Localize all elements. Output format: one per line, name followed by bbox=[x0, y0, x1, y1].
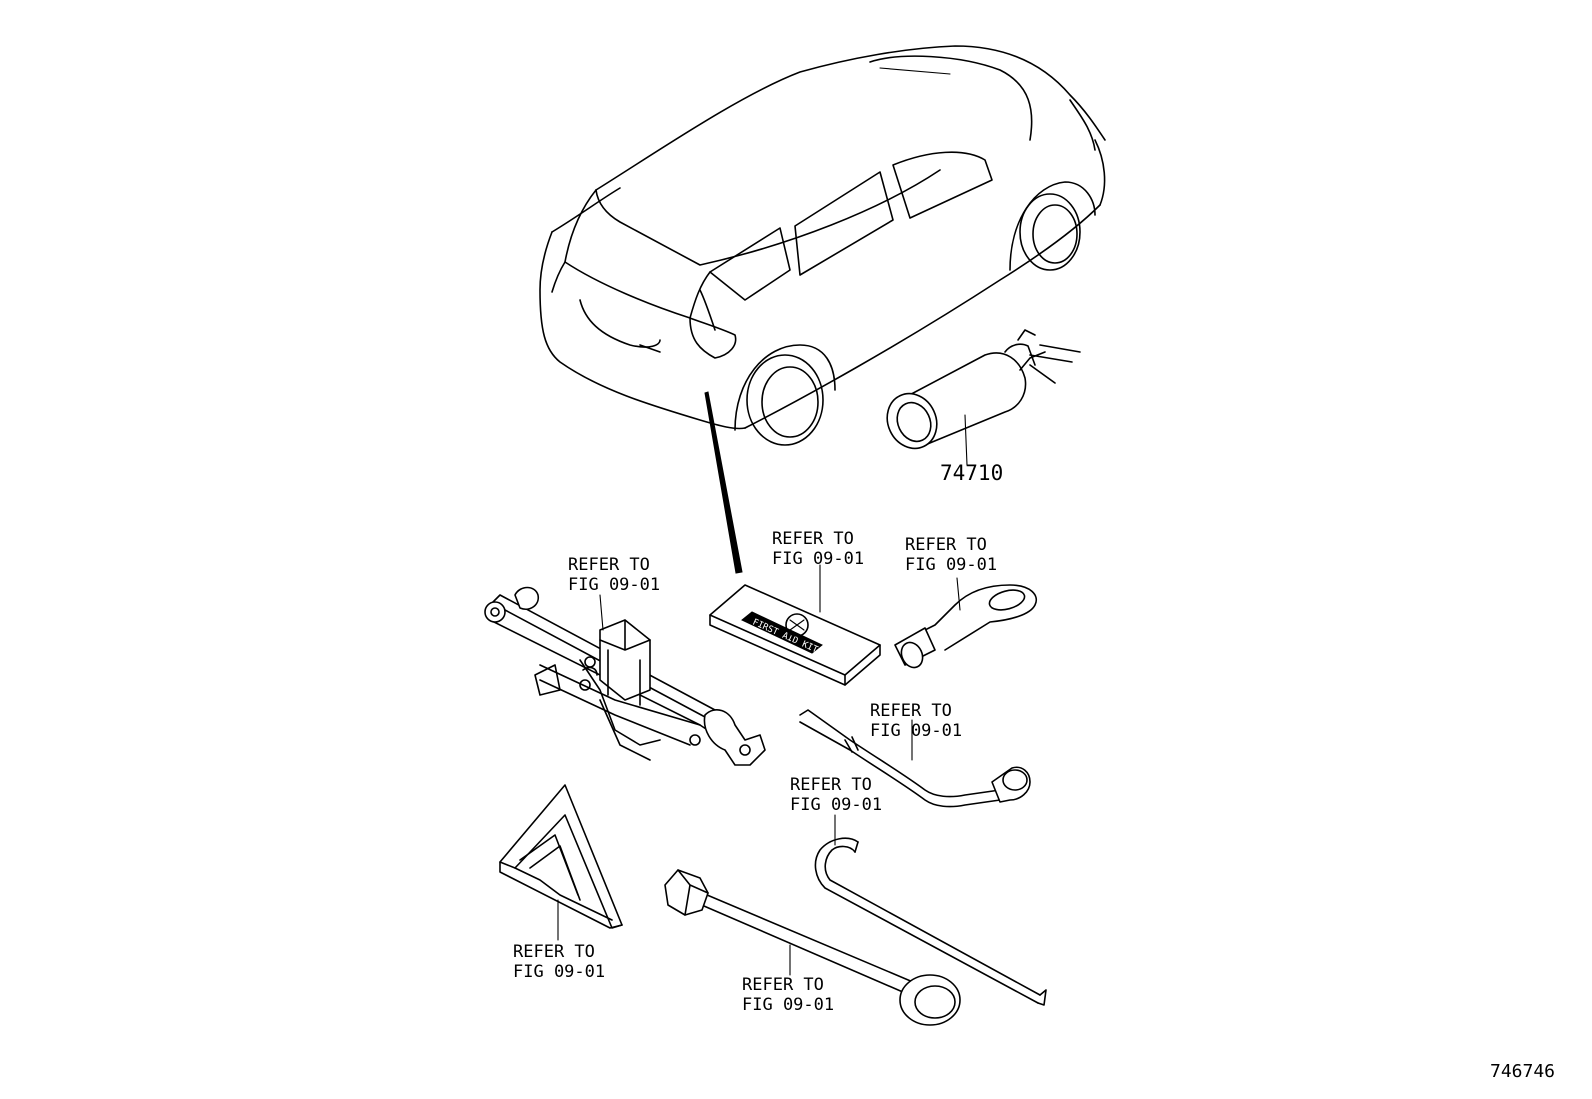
refer-label-wrench-line2: FIG 09-01 bbox=[742, 995, 834, 1015]
refer-label-triangle-line1: REFER TO bbox=[513, 942, 595, 962]
refer-label-towing-eye-line1: REFER TO bbox=[905, 535, 987, 555]
jack-handle-bar: REFER TO FIG 09-01 bbox=[799, 701, 1031, 808]
jack-crank-rod: REFER TO FIG 09-01 bbox=[790, 775, 1047, 1006]
refer-label-rod-line2: FIG 09-01 bbox=[790, 795, 882, 815]
refer-label-wrench-line1: REFER TO bbox=[742, 975, 824, 995]
refer-label-triangle-line2: FIG 09-01 bbox=[513, 962, 605, 982]
refer-label-jack-line1: REFER TO bbox=[568, 555, 650, 575]
fire-extinguisher: 74710 bbox=[886, 329, 1081, 485]
refer-label-towing-eye-line2: FIG 09-01 bbox=[905, 555, 997, 575]
wheel-nut-wrench: REFER TO FIG 09-01 bbox=[664, 869, 961, 1026]
first-aid-kit: FIRST AID KIT REFER TO FIG 09-01 bbox=[709, 529, 881, 686]
refer-label-kit-line2: FIG 09-01 bbox=[772, 549, 864, 569]
refer-label-kit-line1: REFER TO bbox=[772, 529, 854, 549]
refer-label-jack-line2: FIG 09-01 bbox=[568, 575, 660, 595]
refer-label-handle-line2: FIG 09-01 bbox=[870, 721, 962, 741]
vehicle-illustration bbox=[539, 45, 1106, 574]
scissor-jack: REFER TO FIG 09-01 bbox=[484, 555, 766, 766]
towing-eye: REFER TO FIG 09-01 bbox=[894, 535, 1037, 669]
figure-id: 746746 bbox=[1490, 1061, 1555, 1082]
refer-label-rod-line1: REFER TO bbox=[790, 775, 872, 795]
part-number-label: 74710 bbox=[940, 461, 1003, 485]
warning-triangle: REFER TO FIG 09-01 bbox=[499, 784, 623, 982]
refer-label-handle-line1: REFER TO bbox=[870, 701, 952, 721]
